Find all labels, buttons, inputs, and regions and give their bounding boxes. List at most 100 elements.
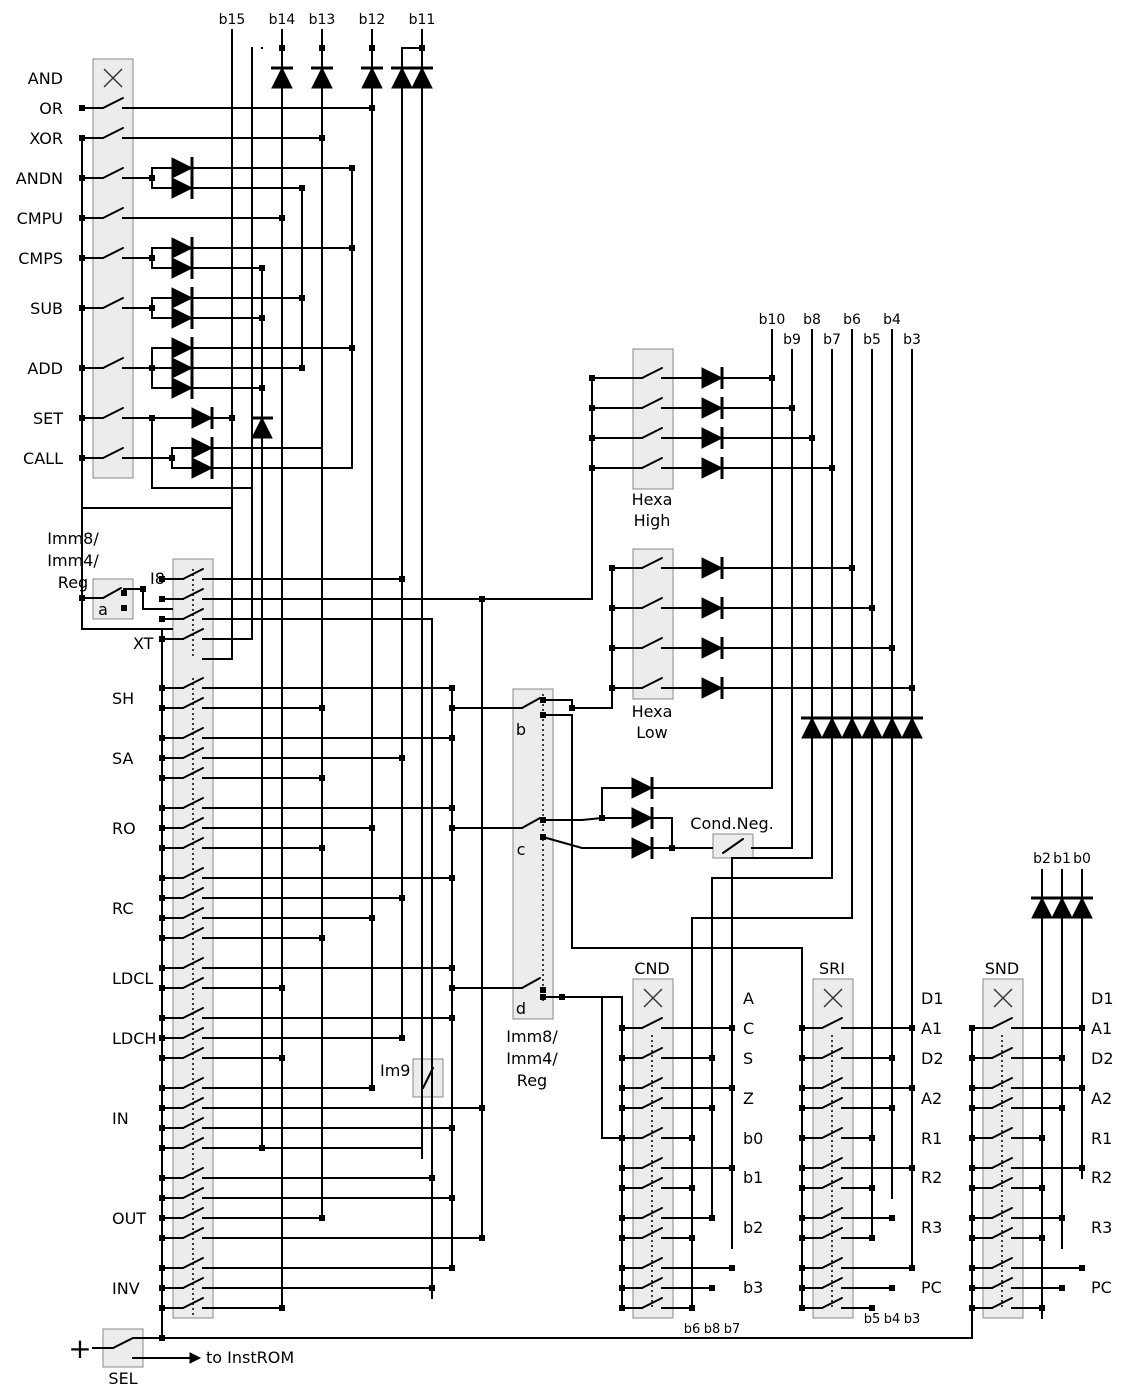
- right-bit-label: b10: [759, 312, 786, 328]
- alu-op-label: ANDN: [16, 169, 63, 188]
- junction-dot: [159, 825, 165, 831]
- junction-dot: [79, 135, 85, 141]
- plus-symbol: +: [68, 1332, 91, 1365]
- junction-dot: [121, 605, 127, 611]
- junction-dot: [799, 1305, 805, 1311]
- switch-blade: [821, 1297, 843, 1309]
- junction-dot: [869, 605, 875, 611]
- switch-blade: [821, 1157, 843, 1169]
- junction-dot: [259, 265, 265, 271]
- junction-dot: [889, 1055, 895, 1061]
- top-bit-label: b13: [309, 12, 336, 28]
- junction-dot: [429, 1175, 435, 1181]
- junction-dot: [169, 455, 175, 461]
- junction-dot: [299, 185, 305, 191]
- junction-dot: [889, 1285, 895, 1291]
- wire: [711, 349, 833, 1219]
- top-bit-label: b12: [359, 12, 386, 28]
- switch-blade: [641, 1127, 663, 1139]
- snd-label: R2: [1091, 1168, 1112, 1187]
- alu-op-label: SET: [33, 409, 63, 428]
- junction-dot: [1039, 1235, 1045, 1241]
- switch-blade: [102, 587, 122, 599]
- junction-dot: [869, 1185, 875, 1191]
- diode-icon: [631, 837, 654, 859]
- junction-dot: [159, 1285, 165, 1291]
- junction-dot: [299, 365, 305, 371]
- switch-blade: [641, 557, 663, 569]
- junction-dot: [909, 1025, 915, 1031]
- mid-selector-label: d: [516, 999, 526, 1018]
- junction-dot: [159, 915, 165, 921]
- junction-dot: [849, 565, 855, 571]
- low-bit-label: b2: [1033, 851, 1051, 867]
- junction-dot: [609, 565, 615, 571]
- switch-blade: [102, 357, 124, 369]
- snd-title: SND: [985, 959, 1019, 978]
- diode-icon: [631, 807, 654, 829]
- junction-dot: [589, 465, 595, 471]
- junction-dot: [869, 1305, 875, 1311]
- wire: [132, 1307, 973, 1339]
- junction-dot: [540, 834, 546, 840]
- junction-dot: [319, 775, 325, 781]
- junction-dot: [259, 385, 265, 391]
- junction-dot: [589, 435, 595, 441]
- switch-blade: [991, 1207, 1013, 1219]
- switch-blade: [991, 1017, 1013, 1029]
- junction-dot: [449, 875, 455, 881]
- diode-icon: [841, 716, 863, 739]
- snd-label: A2: [1091, 1089, 1112, 1108]
- imm-selector-title: Imm4/: [47, 551, 99, 570]
- junction-dot: [79, 455, 85, 461]
- components: [79, 45, 1093, 1364]
- junction-dot: [159, 895, 165, 901]
- imm-selector-title: Reg: [58, 573, 88, 592]
- switch-blade: [102, 247, 124, 259]
- cnd-label: b0: [743, 1129, 763, 1148]
- junction-dot: [349, 165, 355, 171]
- junction-dot: [799, 1105, 805, 1111]
- x-mark-icon: [993, 988, 1013, 1008]
- junction-dot: [279, 985, 285, 991]
- junction-dot: [969, 1025, 975, 1031]
- sri-title: SRI: [819, 959, 845, 978]
- junction-dot: [159, 636, 165, 642]
- junction-dot: [449, 685, 455, 691]
- alu-op-label: CMPS: [18, 249, 63, 268]
- junction-dot: [159, 1055, 165, 1061]
- shift-op-label: IN: [112, 1109, 129, 1128]
- junction-dot: [799, 1215, 805, 1221]
- junction-dot: [159, 1305, 165, 1311]
- junction-dot: [149, 175, 155, 181]
- to-instrom-label: to InstROM: [206, 1348, 294, 1367]
- junction-dot: [259, 1145, 265, 1151]
- junction-dot: [399, 576, 405, 582]
- junction-dot: [1059, 1105, 1065, 1111]
- junction-dot: [349, 345, 355, 351]
- junction-dot: [159, 1215, 165, 1221]
- cnd-foot-bit: b6: [684, 1322, 701, 1337]
- switch-blade: [102, 297, 124, 309]
- switch-blade: [991, 1177, 1013, 1189]
- junction-dot: [159, 935, 165, 941]
- shift-op-label: RC: [112, 899, 134, 918]
- shift-op-label: OUT: [112, 1209, 146, 1228]
- junction-dot: [319, 935, 325, 941]
- junction-dot: [419, 45, 425, 51]
- diode-icon: [171, 287, 194, 309]
- cnd-label: A: [743, 989, 754, 1008]
- diode-icon: [311, 66, 333, 89]
- shift-op-label: LDCH: [112, 1029, 156, 1048]
- junction-dot: [159, 1105, 165, 1111]
- diode-icon: [701, 597, 724, 619]
- junction-dot: [540, 987, 546, 993]
- junction-dot: [1079, 1265, 1085, 1271]
- junction-dot: [149, 365, 155, 371]
- switch-blade: [641, 1227, 663, 1239]
- diode-icon: [701, 367, 724, 389]
- junction-dot: [159, 805, 165, 811]
- diode-icon: [1071, 896, 1093, 919]
- junction-dot: [159, 1195, 165, 1201]
